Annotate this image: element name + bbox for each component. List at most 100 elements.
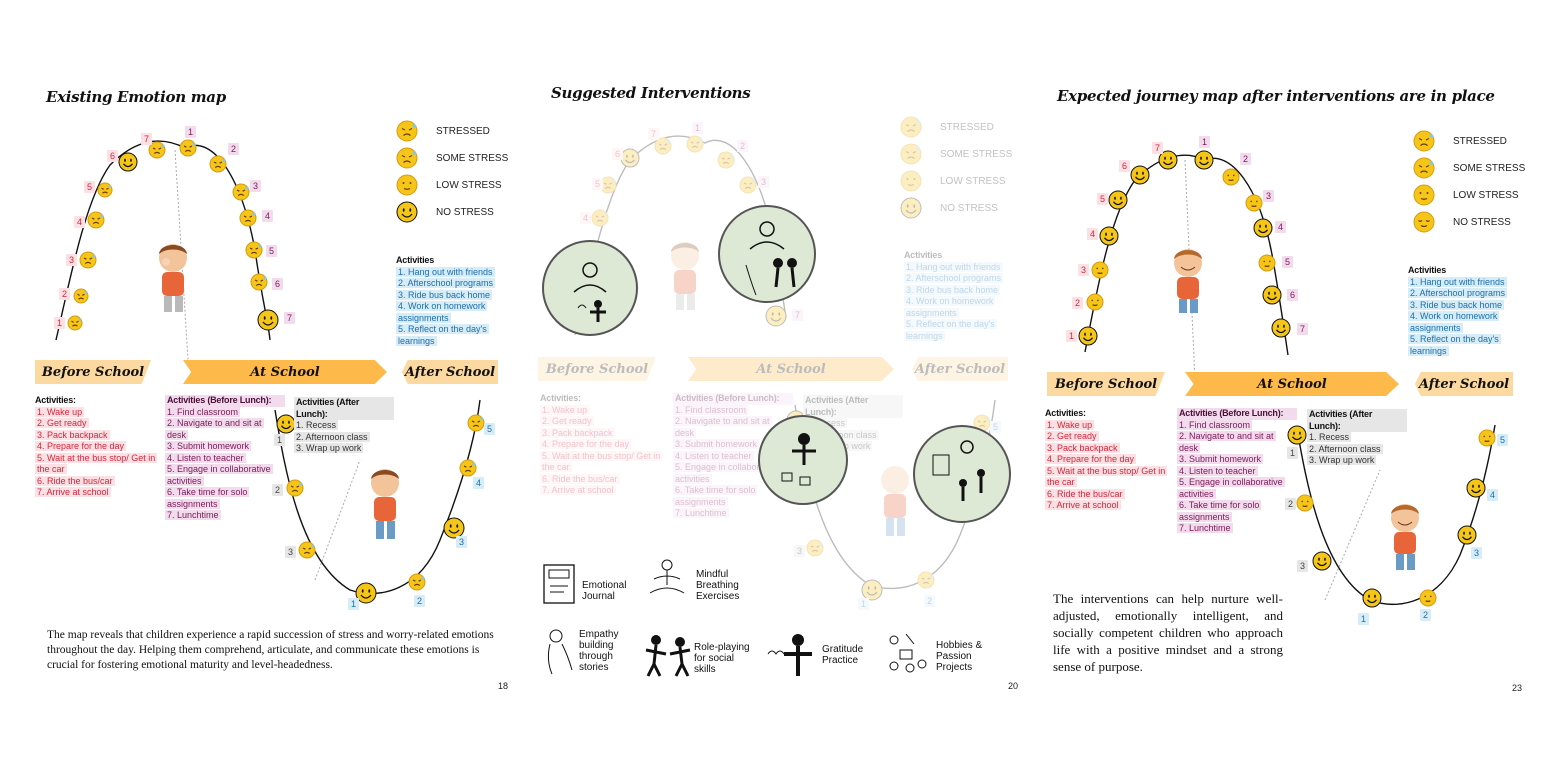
activity-item: 6. Ride the bus/car: [1045, 489, 1169, 501]
activity-item: 3. Pack backpack: [540, 428, 664, 440]
intervention-bubble-after-lunch: [758, 415, 848, 505]
emotion-face-icon: [1271, 318, 1291, 343]
emotion-face-icon: [118, 152, 138, 177]
page-number: 23: [1512, 683, 1522, 693]
legend-item: NO STRESS: [1413, 211, 1511, 233]
crying-child-illustration-2: [362, 465, 408, 550]
emotion-face-icon: [1245, 194, 1263, 217]
activity-item: 7. Lunchtime: [673, 508, 793, 520]
step-number: 5: [484, 423, 495, 435]
activity-list: 1. Find classroom2. Navigate to and sit …: [1177, 420, 1297, 535]
activity-item: 3. Pack backpack: [35, 430, 159, 442]
activity-item: 4. Work on homework assignments: [396, 301, 500, 324]
emotion-face-icon: [1478, 429, 1496, 452]
step-number: 2: [1240, 153, 1251, 165]
legend-item: SOME STRESS: [1413, 157, 1525, 179]
emotion-face-icon: [1253, 218, 1273, 243]
legend-label: SOME STRESS: [436, 153, 508, 164]
legend-item: STRESSED: [900, 116, 994, 138]
activity-item: 7. Arrive at school: [1045, 500, 1169, 512]
activity-item: 6. Ride the bus/car: [35, 476, 159, 488]
emotion-face-icon: [591, 209, 609, 232]
activity-list: 1. Wake up2. Get ready3. Pack backpack4.…: [1045, 420, 1169, 512]
emotion-face-icon: [73, 288, 89, 309]
legend-label: LOW STRESS: [940, 176, 1006, 187]
activity-item: 1. Recess: [1307, 432, 1407, 444]
activity-item: 2. Afterschool programs: [1408, 288, 1512, 300]
step-number: 2: [414, 595, 425, 607]
gratitude-icon: [762, 632, 818, 678]
step-number: 1: [54, 317, 65, 329]
emotion-face-icon: [87, 211, 105, 234]
before-school-activities: Activities: 1. Wake up2. Get ready3. Pac…: [1045, 408, 1169, 512]
crying-child-illustration-2: [872, 462, 918, 547]
emotion-face-icon: [286, 479, 304, 502]
step-number: 1: [692, 122, 703, 134]
step-number: 4: [580, 212, 591, 224]
legend-label: NO STRESS: [940, 203, 998, 214]
banner-at-school: At School: [1185, 372, 1399, 396]
step-number: 3: [1078, 264, 1089, 276]
legend-item: LOW STRESS: [396, 174, 502, 196]
step-number: 1: [858, 598, 869, 610]
crying-child-illustration: [150, 240, 196, 323]
role-play-icon: [642, 632, 694, 678]
legend-label: LOW STRESS: [1453, 190, 1519, 201]
emotion-face-icon: [1194, 150, 1214, 175]
emotion-face-icon: [806, 539, 824, 562]
step-number: 3: [794, 545, 805, 557]
emotion-face-icon: [1466, 478, 1486, 503]
activity-item: 2. Get ready: [35, 418, 159, 430]
activity-item: 5. Engage in collaborative activities: [1177, 477, 1297, 500]
step-number: 7: [648, 128, 659, 140]
activity-item: 1. Hang out with friends: [1408, 277, 1512, 289]
activity-item: 3. Ride bus back home: [396, 290, 500, 302]
stressed-face-icon: [900, 116, 931, 138]
legend-label: SOME STRESS: [940, 149, 1012, 160]
emotion-face-icon: [239, 209, 257, 232]
activity-item: 6. Ride the bus/car: [540, 474, 664, 486]
step-number: 6: [1287, 289, 1298, 301]
legend-label: SOME STRESS: [1453, 163, 1525, 174]
step-number: 3: [1263, 190, 1274, 202]
activity-item: 2. Afternoon class: [294, 432, 394, 444]
step-number: 1: [1358, 613, 1369, 625]
step-number: 7: [284, 312, 295, 324]
step-number: 6: [272, 278, 283, 290]
emotion-face-icon: [1086, 293, 1104, 316]
step-number: 3: [285, 546, 296, 558]
legend-label: STRESSED: [940, 122, 994, 133]
stressed-face-icon: [396, 120, 427, 142]
activity-item: 3. Pack backpack: [1045, 443, 1169, 455]
activity-item: 4. Prepare for the day: [1045, 454, 1169, 466]
legend-label: STRESSED: [1453, 136, 1507, 147]
activity-item: 6. Take time for solo assignments: [165, 487, 285, 510]
emotion-face-icon: [1099, 226, 1119, 251]
before-lunch-activities: Activities (Before Lunch): 1. Find class…: [165, 395, 285, 522]
activity-item: 7. Arrive at school: [35, 487, 159, 499]
emotion-face-icon: [1108, 190, 1128, 215]
legend-item: NO STRESS: [396, 201, 494, 223]
step-number: 4: [74, 216, 85, 228]
emotion-face-icon: [298, 541, 316, 564]
step-number: 5: [84, 181, 95, 193]
step-number: 1: [1199, 136, 1210, 148]
emotion-face-icon: [1296, 494, 1314, 517]
emotion-face-icon: [1130, 165, 1150, 190]
relieved-face-icon: [1413, 211, 1444, 233]
emotion-face-icon: [1222, 168, 1240, 191]
step-number: 2: [1072, 297, 1083, 309]
step-number: 4: [1275, 221, 1286, 233]
emotion-face-icon: [1091, 261, 1109, 284]
step-number: 5: [266, 245, 277, 257]
activity-list: 1. Recess2. Afternoon class3. Wrap up wo…: [294, 420, 394, 455]
step-number: 6: [1119, 160, 1130, 172]
activity-item: 5. Reflect on the day's learnings: [1408, 334, 1512, 357]
banner-before-school: Before School: [1047, 372, 1165, 396]
crying-child-illustration: [662, 238, 708, 321]
emotion-face-icon: [686, 135, 704, 158]
step-number: 5: [1282, 256, 1293, 268]
step-number: 3: [1471, 547, 1482, 559]
